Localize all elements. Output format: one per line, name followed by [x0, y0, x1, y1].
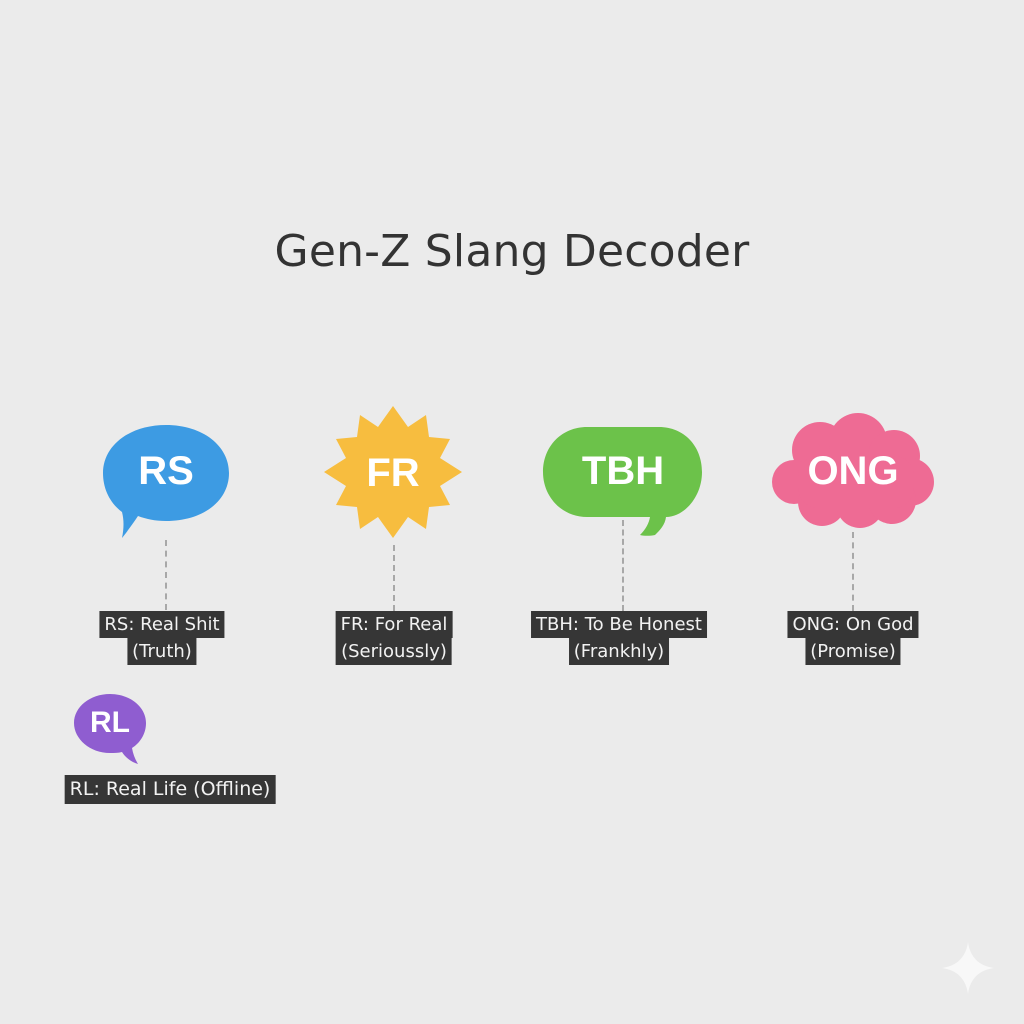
sparkle-icon: [942, 942, 994, 994]
connector-line: [393, 545, 395, 611]
cloud-icon: [772, 413, 934, 528]
term-tbh-definition: TBH: To Be Honest (Frankhly): [531, 611, 707, 665]
definition-line: TBH: To Be Honest: [531, 611, 707, 638]
definition-line: FR: For Real: [335, 611, 453, 638]
speech-bubble-icon: [103, 425, 229, 538]
definition-line: ONG: On God: [787, 611, 919, 638]
term-rs-bubble: RS: [100, 422, 232, 542]
definition-subline: (Promise): [805, 638, 901, 665]
term-abbr: FR: [366, 451, 420, 495]
definition-subline: (Serioussly): [336, 638, 452, 665]
term-abbr: TBH: [581, 449, 665, 493]
term-rl-bubble: RL: [72, 692, 150, 768]
connector-line: [852, 532, 854, 611]
term-fr-definition: FR: For Real (Serioussly): [335, 611, 453, 665]
term-abbr: RL: [90, 706, 130, 739]
connector-line: [622, 520, 624, 611]
definition-subline: (Frankhly): [568, 638, 670, 665]
definition-line: RL: Real Life (Offline): [64, 775, 276, 804]
connector-line: [165, 540, 167, 610]
term-abbr: RS: [138, 449, 194, 493]
term-rs-definition: RS: Real Shit (Truth): [99, 611, 225, 665]
term-fr-starburst: FR: [323, 404, 463, 540]
definition-subline: (Truth): [127, 638, 197, 665]
speech-bubble-icon: [74, 694, 146, 764]
definition-line: RS: Real Shit: [99, 611, 225, 638]
starburst-icon: [324, 406, 462, 538]
page-title: Gen-Z Slang Decoder: [274, 226, 750, 277]
speech-bubble-icon: [543, 427, 702, 536]
term-ong-cloud: ONG: [770, 410, 936, 530]
term-abbr: ONG: [807, 449, 899, 493]
term-rl-definition: RL: Real Life (Offline): [64, 775, 276, 804]
term-tbh-bubble: TBH: [542, 426, 704, 538]
term-ong-definition: ONG: On God (Promise): [787, 611, 919, 665]
